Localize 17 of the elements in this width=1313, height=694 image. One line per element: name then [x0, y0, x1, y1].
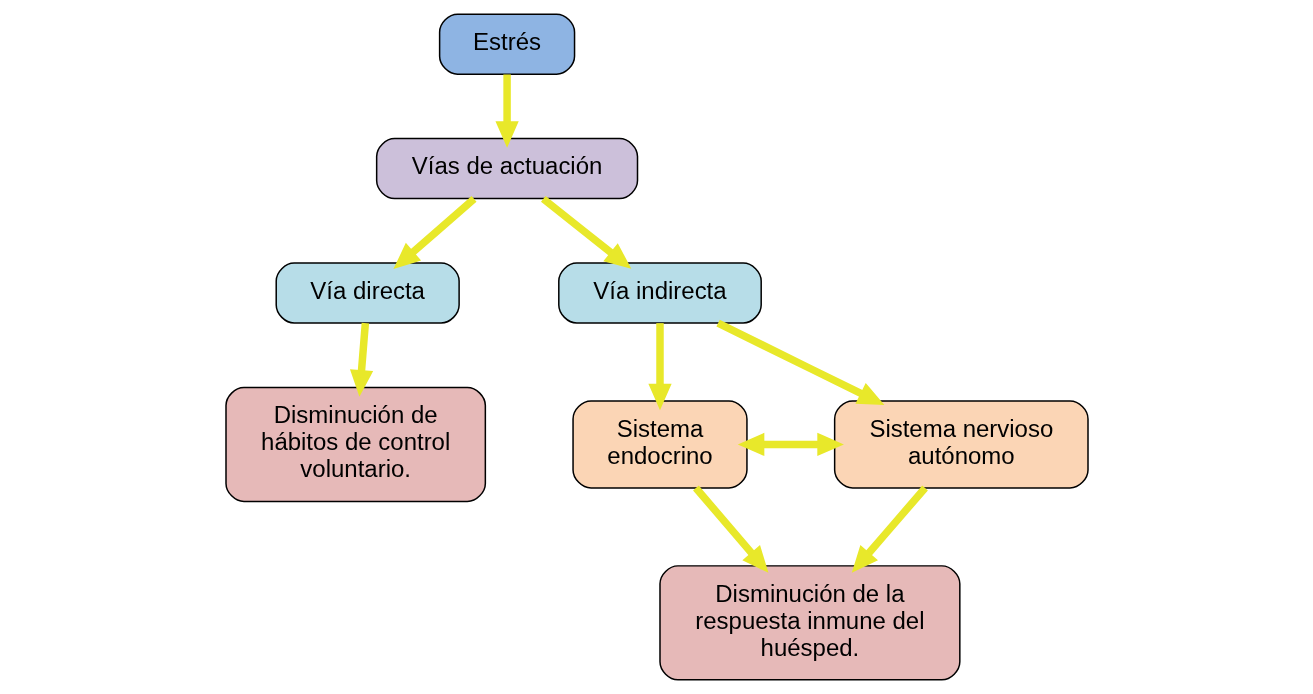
arrow — [715, 319, 884, 406]
arrow — [392, 196, 476, 270]
node-box: Disminución de la respuesta inmune del huésped. — [658, 565, 961, 681]
arrow — [349, 322, 373, 397]
arrow — [851, 485, 928, 573]
node-box: Sistema endocrino — [571, 400, 748, 489]
node-box: Vías de actuación — [375, 137, 638, 200]
node-box: Vía directa — [274, 262, 460, 324]
arrow — [737, 432, 844, 457]
arrow — [494, 74, 519, 148]
arrow — [692, 485, 768, 573]
node-box: Disminución de hábitos de control voluntario. — [224, 386, 486, 503]
arrow — [540, 195, 631, 269]
arrow — [647, 323, 672, 411]
node-box: Sistema nervioso autónomo — [833, 400, 1089, 489]
node-box: Estrés — [438, 13, 575, 75]
node-box: Vía indirecta — [557, 262, 762, 324]
